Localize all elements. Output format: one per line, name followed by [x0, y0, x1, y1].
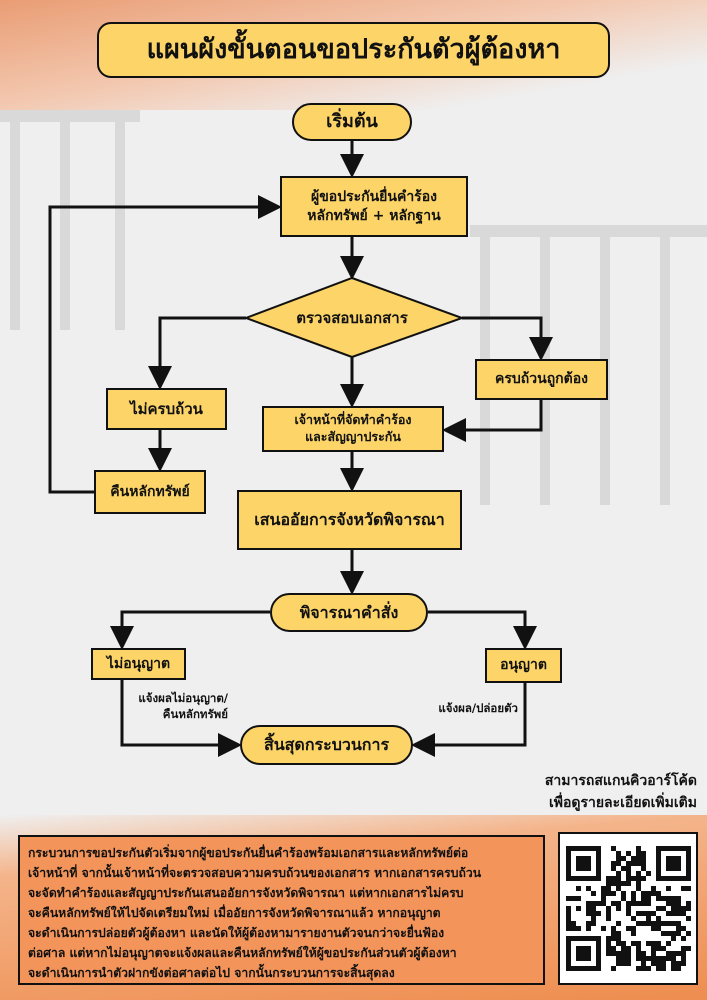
page-title: แผนผังขั้นตอนขอประกันตัวผู้ต้องหา	[97, 22, 610, 78]
propose-prosecutor-box: เสนออัยการจังหวัดพิจารณา	[237, 490, 462, 550]
incomplete-box: ไม่ครบถ้วน	[106, 388, 227, 430]
qr-code-icon	[565, 846, 691, 971]
summary-paragraph: กระบวนการขอประกันตัวเริ่มจากผู้ขอประกันย…	[18, 835, 545, 985]
submit-line1: ผู้ขอประกันยื่นคำร้อง	[311, 188, 437, 205]
jail-bar	[10, 110, 20, 330]
arrow	[411, 683, 527, 757]
not-approved-box: ไม่อนุญาต	[91, 648, 186, 680]
qr-caption-line2: เพื่อดูรายละเอียดเพิ่มเติม	[548, 795, 697, 811]
arrow	[462, 316, 553, 361]
arrow	[442, 400, 543, 442]
summary-line: เจ้าหน้าที่ จากนั้นเจ้าหน้าที่จะตรวจสอบค…	[28, 866, 482, 880]
arrow	[48, 195, 282, 494]
jail-bar	[660, 225, 670, 505]
not-approved-note-line2: คืนหลักทรัพย์	[162, 707, 228, 722]
arrow	[148, 316, 246, 390]
submit-request-box: ผู้ขอประกันยื่นคำร้อง หลักทรัพย์ + หลักฐ…	[280, 176, 468, 237]
qr-caption-line1: สามารถสแกนคิวอาร์โค้ด	[544, 773, 697, 789]
summary-line: จะคืนหลักทรัพย์ให้ไปจัดเตรียมใหม่ เมื่ออ…	[28, 906, 441, 920]
not-approved-note-line1: แจ้งผลไม่อนุญาต/	[138, 691, 228, 705]
officer-prepare-box: เจ้าหน้าที่จัดทำคำร้อง และสัญญาประกัน	[262, 406, 444, 452]
officer-line2: และสัญญาประกัน	[305, 429, 401, 444]
check-documents-label: ตรวจสอบเอกสาร	[296, 308, 408, 327]
submit-line2: หลักทรัพย์ + หลักฐาน	[307, 207, 441, 224]
summary-line: ต่อศาล แต่หากไม่อนุญาตจะแจ้งผลและคืนหลัก…	[28, 946, 457, 960]
return-assets-box: คืนหลักทรัพย์	[94, 470, 206, 514]
complete-box: ครบถ้วนถูกต้อง	[475, 359, 608, 400]
not-approved-note: แจ้งผลไม่อนุญาต/ คืนหลักทรัพย์	[120, 690, 228, 722]
qr-caption: สามารถสแกนคิวอาร์โค้ด เพื่อดูรายละเอียดเ…	[480, 770, 697, 814]
summary-line: จะดำเนินการนำตัวฝากขังต่อศาลต่อไป จากนั้…	[28, 966, 395, 980]
jail-bar	[470, 225, 707, 237]
start-node: เริ่มต้น	[292, 103, 412, 141]
end-node: สิ้นสุดกระบวนการ	[240, 725, 413, 765]
summary-line: จะจัดทำคำร้องและสัญญาประกันเสนออัยการจัง…	[28, 886, 464, 900]
arrow	[428, 610, 537, 650]
officer-line1: เจ้าหน้าที่จัดทำคำร้อง	[294, 412, 412, 428]
arrow	[120, 680, 242, 757]
approved-box: อนุญาต	[485, 648, 562, 683]
qr-code[interactable]	[558, 832, 698, 985]
jail-bar	[0, 110, 140, 122]
consider-order-node: พิจารณาคำสั่ง	[270, 593, 428, 632]
approved-note: แจ้งผล/ปล่อยตัว	[438, 701, 518, 715]
jail-bar	[115, 110, 125, 330]
summary-line: จะดำเนินการปล่อยตัวผู้ต้องหา และนัดให้ผู…	[28, 926, 445, 940]
summary-line: กระบวนการขอประกันตัวเริ่มจากผู้ขอประกันย…	[28, 846, 469, 860]
jail-bar	[60, 110, 70, 330]
check-diamond	[243, 276, 465, 359]
arrow	[110, 610, 270, 650]
